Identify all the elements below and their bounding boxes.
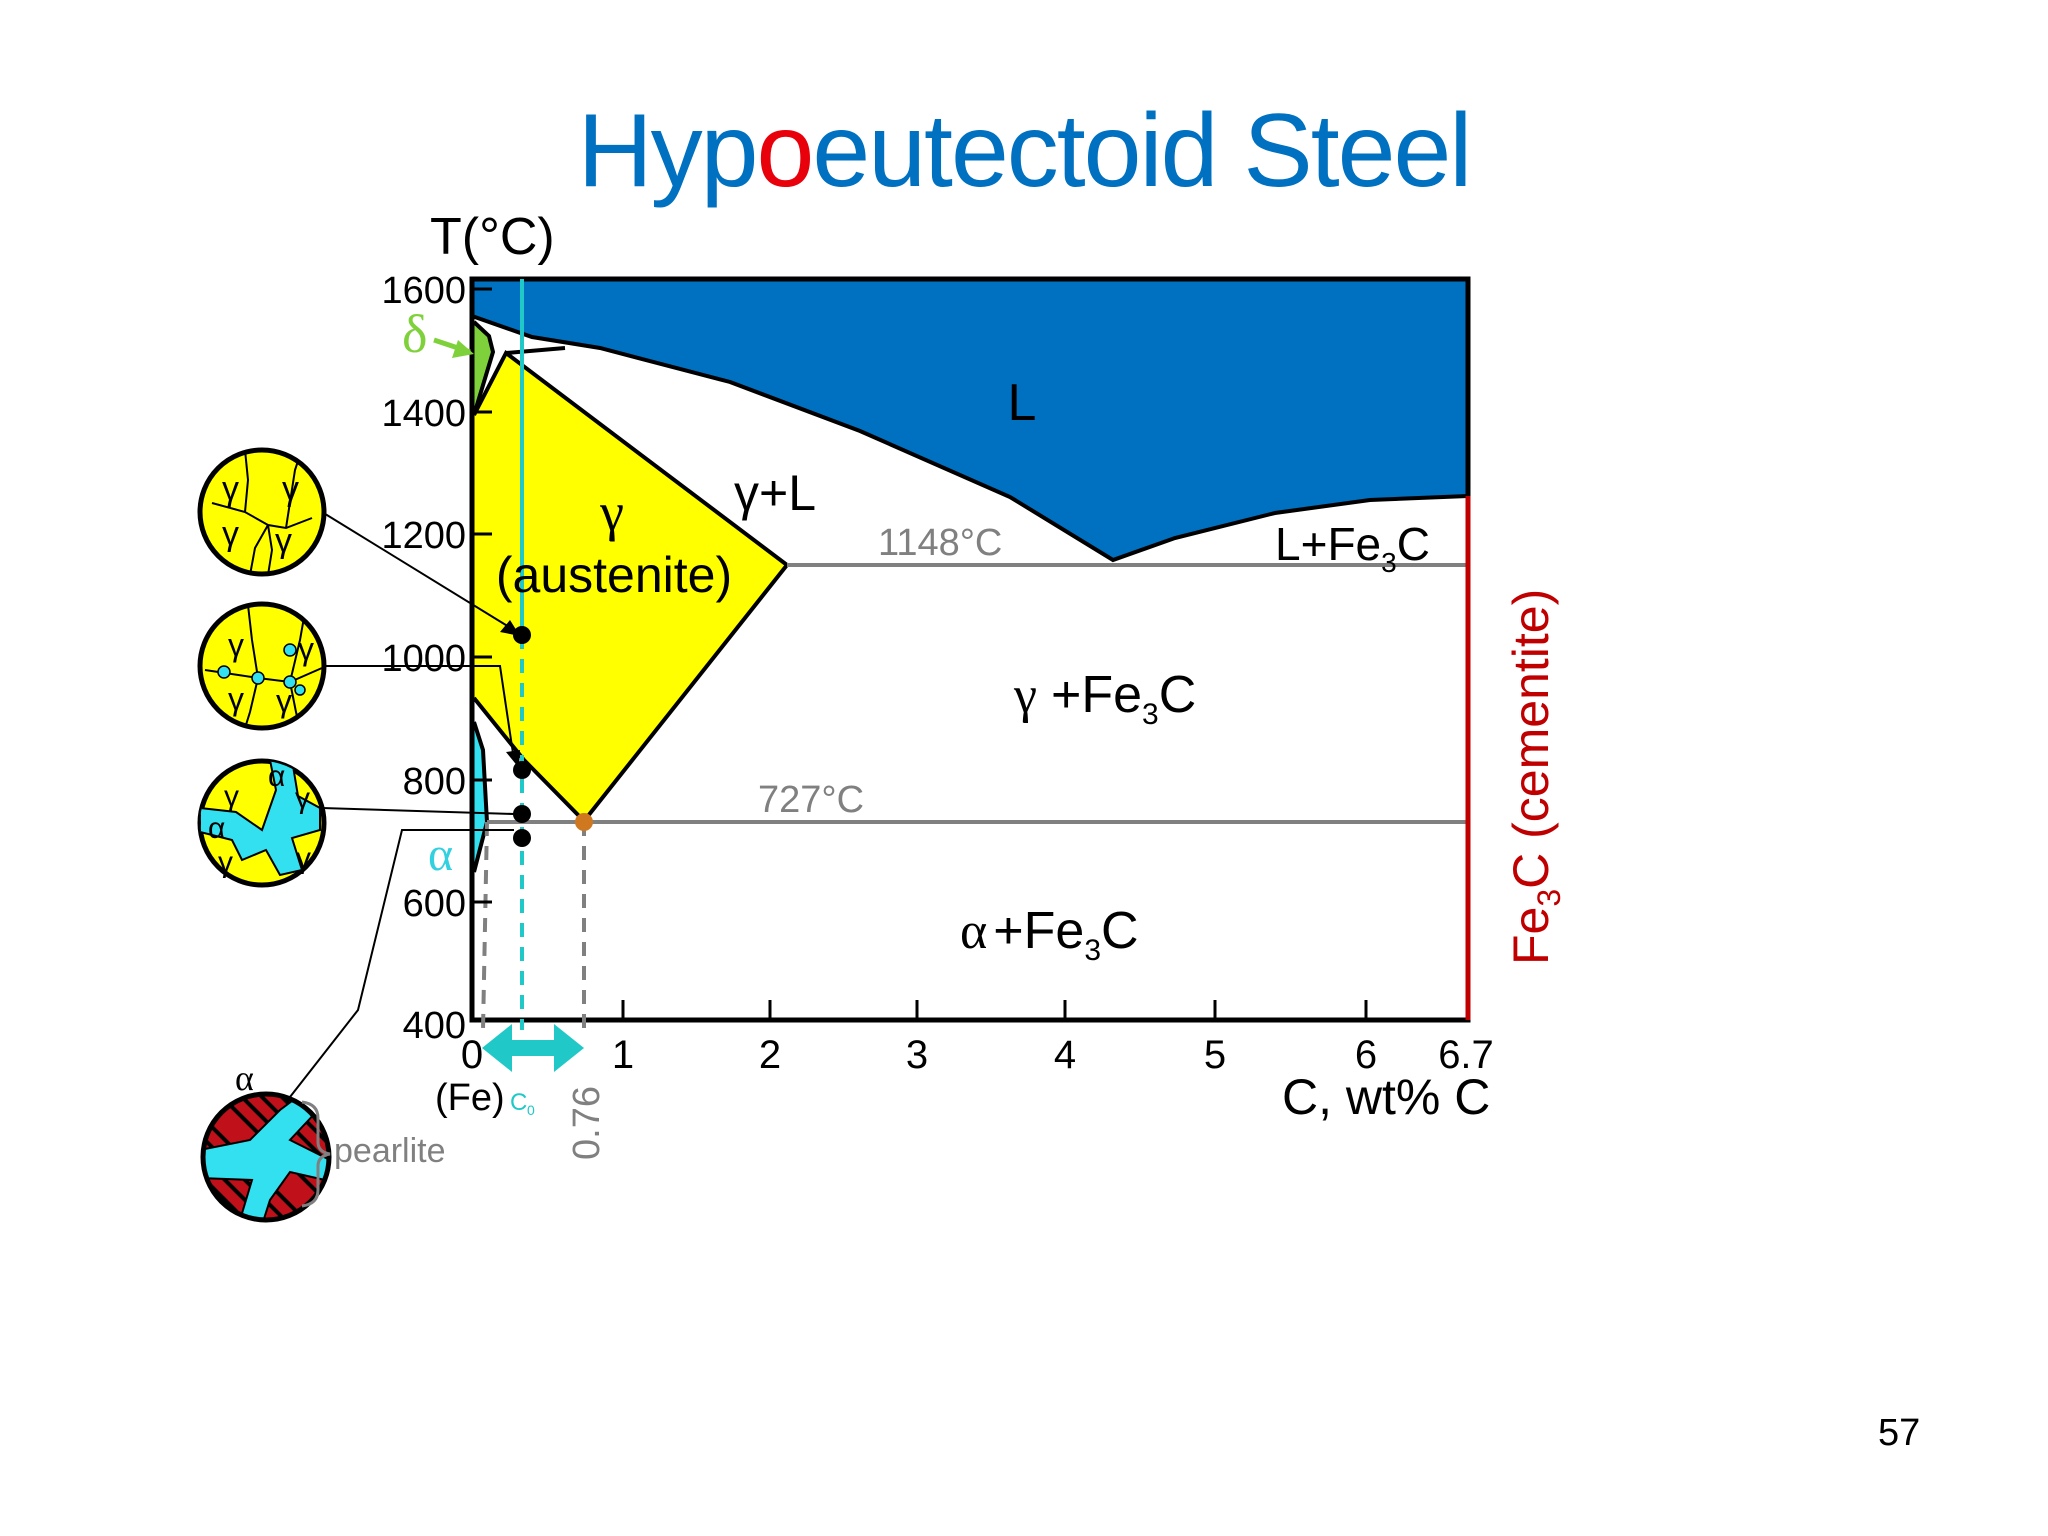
micrograph-gamma-label: γ [222,470,239,508]
c0-label: C [510,1089,527,1116]
x-tick-label: 6 [1355,1033,1377,1077]
x-tick-label: 2 [759,1033,781,1077]
cooling-point [513,805,531,823]
x-tick-label: 6.7 [1438,1033,1494,1077]
y-tick-label: 600 [403,883,466,925]
delta-arrow-head [452,340,474,358]
micrograph-gamma-label: γ [282,470,299,508]
liquid-label: L [1008,374,1037,432]
micrograph-gamma-label: γ [298,631,314,667]
y-tick-label: 1000 [381,638,466,680]
pearlite-label: pearlite [334,1132,446,1170]
c0-range-arrow [482,1024,584,1072]
micrograph-austenite: γ γ γ γ [197,447,327,577]
gamma-label: γ [599,482,624,542]
x-tick-label: 3 [906,1033,928,1077]
delta-region [474,322,493,415]
eutectic-temp-label: 1148°C [878,522,1002,564]
y-ticks [472,287,492,904]
cooling-points [513,626,531,847]
y-tick-labels: 1600 1400 1200 1000 800 600 400 [381,270,466,1047]
x-fe-label: (Fe) [435,1077,505,1119]
y-tick-label: 1400 [381,393,466,435]
micrograph-alpha-growth: γ α γ α γ γ [197,758,327,888]
eutectoid-comp-label: 0.76 [566,1086,608,1160]
x-tick-label: 5 [1204,1033,1226,1077]
austenite-label: (austenite) [496,547,732,603]
pearlite-alpha-label: α [235,1058,254,1098]
y-tick-label: 1200 [381,515,466,557]
x-tick-label: 4 [1054,1033,1076,1077]
y-axis-title: T(°C) [430,208,555,266]
title-highlight: o [756,93,815,209]
micrograph-gamma-label: γ [224,780,239,813]
cooling-point [513,829,531,847]
y-tick-label: 800 [403,761,466,803]
x-tick-label: 1 [612,1033,634,1077]
title-part-2: eutectoid Steel [812,93,1472,209]
micrograph-gamma-label: γ [222,515,239,553]
micrograph-gamma-label: γ [228,627,244,663]
eutectoid-point [575,813,593,831]
austenite-region [474,353,787,821]
eutectoid-temp-label: 727°C [758,779,864,821]
y-tick-label: 400 [403,1005,466,1047]
micrograph-alpha-nucleation: γ γ γ γ [197,601,327,731]
x-ticks [621,1000,1368,1020]
x-tick-labels: 0 1 2 3 4 5 6 6.7 [461,1033,1494,1077]
micrograph-gamma-label: γ [275,522,292,560]
leader-arrowhead [506,750,520,768]
y-tick-label: 1600 [381,270,466,312]
micrograph-alpha-label: α [208,812,225,845]
alpha-drop-line [481,821,489,1031]
leader-arrowhead [500,620,520,636]
c0-sub: 0 [527,1102,535,1118]
micrograph-alpha-label: α [268,760,285,793]
micrograph-pearlite: α pearlite [200,1058,446,1223]
l-fe3c-label: L+Fe3C [1275,518,1430,578]
x-tick-label: 0 [461,1033,483,1077]
micrograph-gamma-label: γ [276,683,292,719]
micrograph-gamma-label: γ [218,846,233,879]
x-axis-title: C, wt% C [1282,1069,1490,1125]
cementite-label: Fe3C (cementite) [1503,589,1567,965]
slide-title: Hypoeutectoid Steel [0,92,2048,211]
micrograph-gamma-label: γ [295,782,310,815]
delta-label: δ [402,304,427,364]
micrograph-gamma-label: γ [296,842,311,875]
page-number: 57 [1878,1412,1921,1454]
gamma-liquid-label: γ+L [734,465,816,521]
alpha-fe3c-label: α+Fe3C [960,902,1139,967]
cooling-point [513,626,531,644]
liquid-region [472,279,1468,560]
alpha-label: α [428,828,453,881]
leader-lines [289,511,515,1098]
micrograph-gamma-label: γ [228,681,244,717]
title-part-1: Hyp [577,93,759,209]
pearlite-brace [301,1100,331,1208]
gamma-fe3c-label: γ+Fe3C [1013,666,1196,731]
